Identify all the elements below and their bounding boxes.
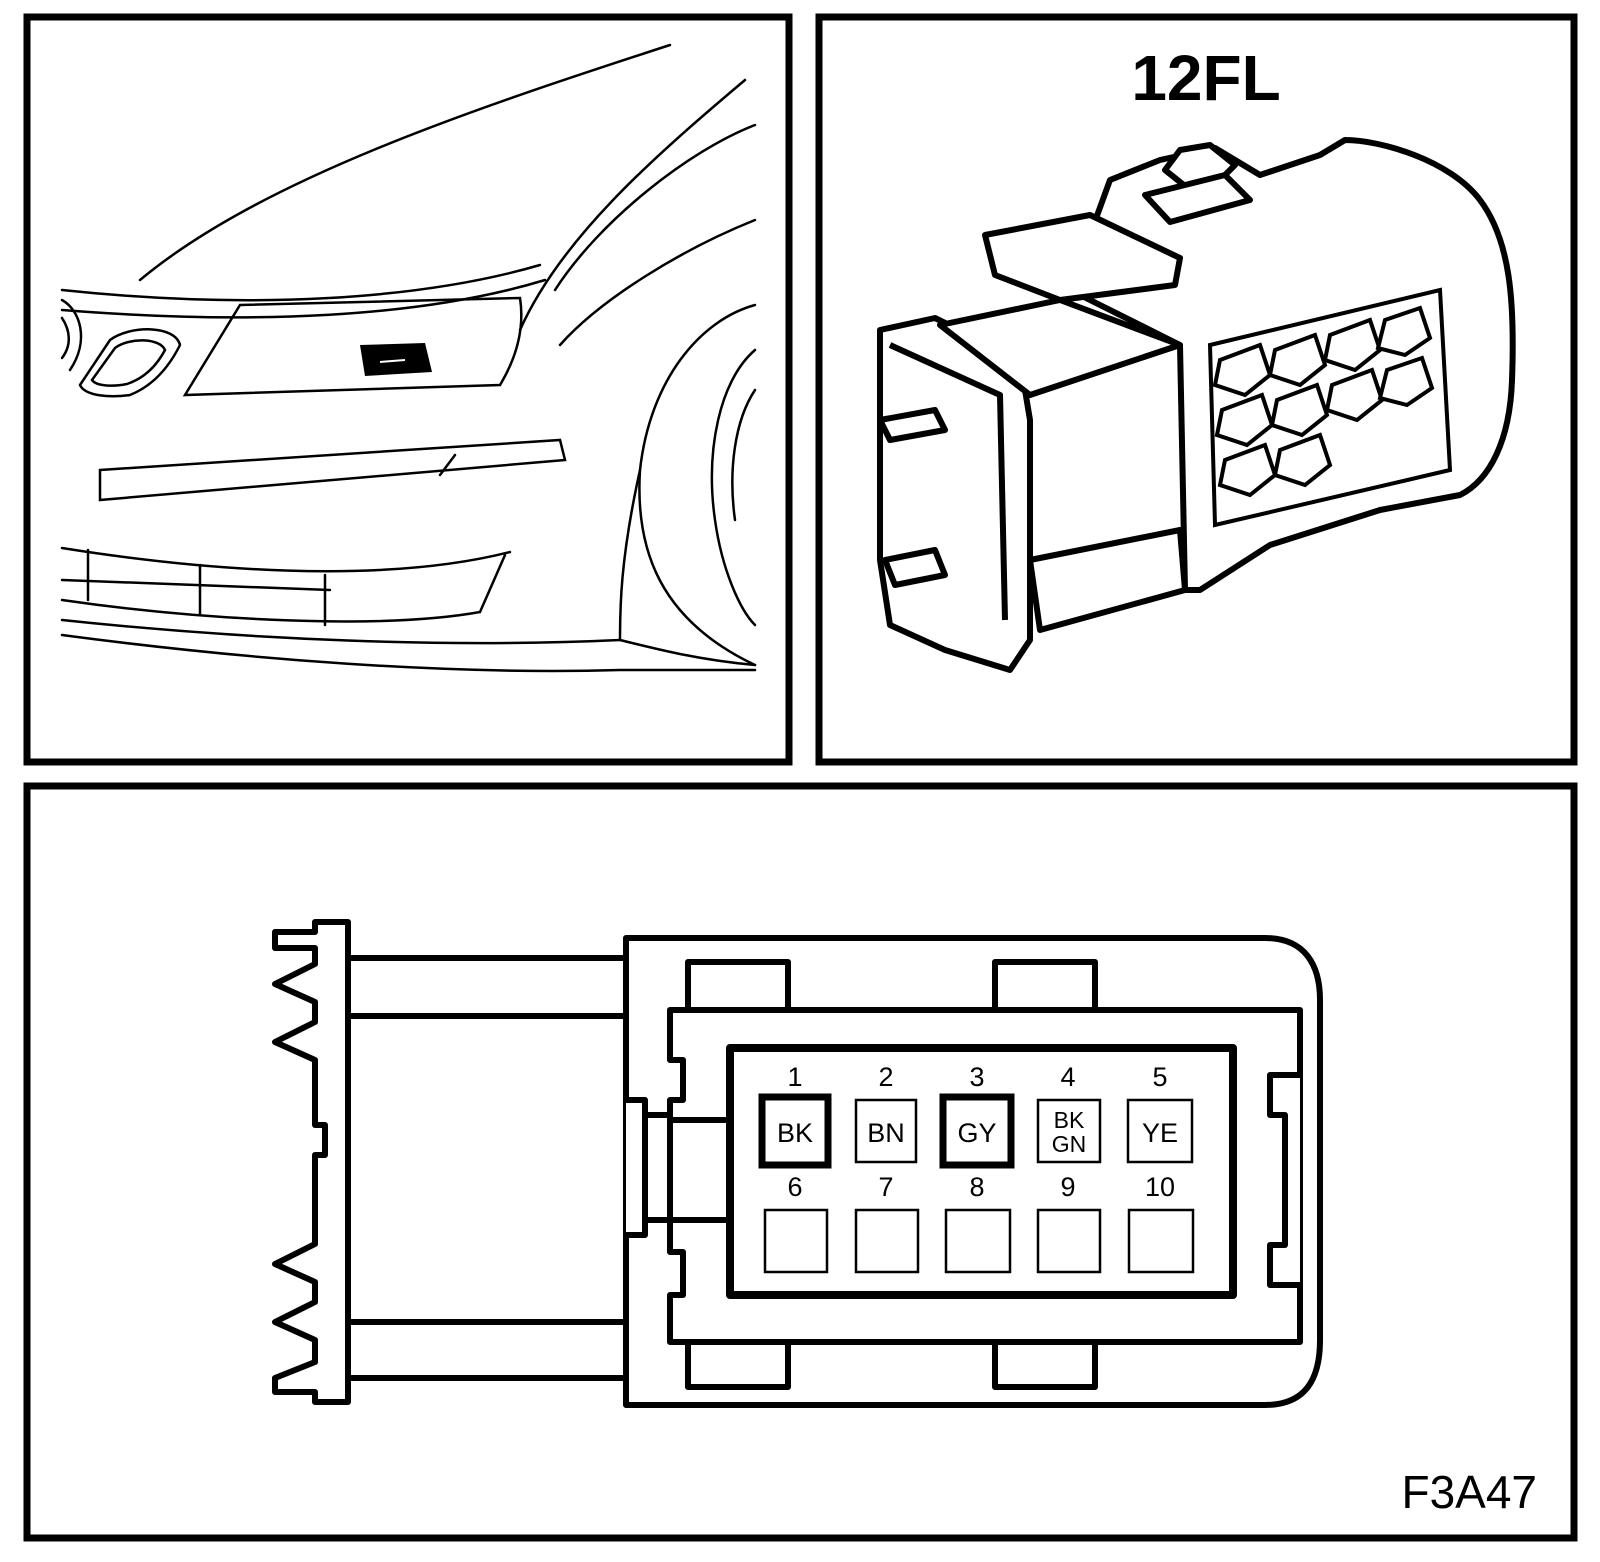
pin-5: 5 YE [1126,1062,1194,1164]
pin-8: 8 [944,1172,1012,1274]
pin-cell-empty [854,1208,920,1274]
car-front-illustration [60,43,757,673]
pin-cell [1036,1098,1102,1164]
pin-1: 1 BK [758,1062,832,1169]
connector-view-panel: 12FL [815,13,1578,766]
pin-9: 9 [1036,1172,1102,1274]
pin-number: 3 [969,1062,984,1092]
pin-number: 5 [1152,1062,1167,1092]
pin-row-bottom: 6 7 8 9 10 [763,1172,1195,1274]
pin-10: 10 [1127,1172,1195,1274]
pin-wire-color: YE [1142,1118,1178,1148]
pin-wire-color-line1: BK [1054,1107,1085,1133]
pin-number: 9 [1060,1172,1075,1202]
pin-6: 6 [763,1172,829,1274]
pin-wire-color: BK [777,1118,813,1148]
pin-wire-color-line2: GN [1052,1131,1087,1157]
pin-cell-empty [1036,1208,1102,1274]
pin-4: 4 BK GN [1036,1062,1102,1164]
pin-cell [1126,1098,1194,1164]
pin-cell-highlight [939,1093,1015,1169]
pin-2: 2 BN [854,1062,918,1164]
pin-7: 7 [854,1172,920,1274]
car-location-panel [23,13,793,766]
pin-number: 6 [787,1172,802,1202]
pin-cell-empty [1127,1208,1195,1274]
connector-title: 12FL [1131,42,1280,114]
pin-cell-empty [763,1208,829,1274]
component-location-marker [360,343,432,376]
pin-cell-empty [944,1208,1012,1274]
pin-number: 4 [1060,1062,1075,1092]
pin-number: 7 [878,1172,893,1202]
pin-cell-highlight [758,1093,832,1169]
pinout-panel: 1 BK 2 BN 3 GY 4 BK GN 5 [23,782,1578,1542]
pin-row-top: 1 BK 2 BN 3 GY 4 BK GN 5 [758,1062,1194,1169]
pin-number: 1 [787,1062,802,1092]
pin-wire-color: GY [957,1118,996,1148]
pin-number: 10 [1145,1172,1175,1202]
connector-cavities [1207,287,1453,528]
pin-3: 3 GY [939,1062,1015,1169]
pin-number: 8 [969,1172,984,1202]
pin-cell [854,1098,918,1164]
pin-wire-color: BN [867,1118,905,1148]
figure-code: F3A47 [1401,1466,1537,1518]
pin-number: 2 [878,1062,893,1092]
